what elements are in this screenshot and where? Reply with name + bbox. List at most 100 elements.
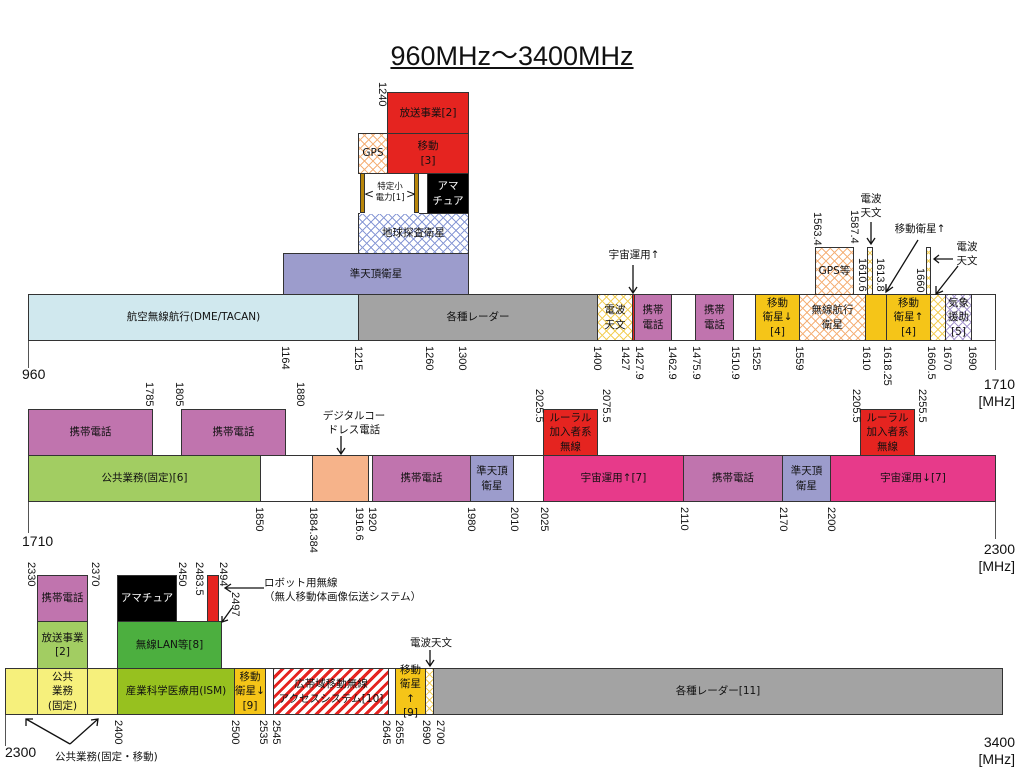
tick-label: 1260 [423,346,435,371]
axis-end-label: 2300 [MHz] [978,541,1015,574]
band-broadcasting: 放送事業[2] [387,92,469,134]
band-qzss: 準天頂 衛星 [782,455,831,502]
tick-label: 2075.5 [600,389,612,423]
band-radio-astronomy-narrow [926,247,931,295]
tick-label: 2110 [678,507,690,531]
band-digital-cordless [312,455,369,502]
band-radionav-satellite: 無線航行 衛星 [799,294,866,341]
band-public-fixed: 公共 業務 (固定) [37,668,88,715]
note-mobile-satellite-up: 移動衛星↑ [894,223,946,235]
arrow-icon [25,718,99,745]
tick-label: 1660 [914,268,926,293]
band-robot-wireless [207,575,219,622]
axis-end-label: 3400 [MHz] [978,734,1015,767]
band-qzss: 準天頂 衛星 [470,455,514,502]
arrow-left-icon [223,583,264,593]
band-amateur: アマ チュア [427,173,469,214]
tick-label: 2170 [777,507,789,532]
tick-label: 1563.4 [811,212,823,246]
tick-label: 2545 [270,720,282,745]
band-unallocated [513,455,544,502]
tick-label: 2497 [229,592,241,617]
band-mobile-satellite-up: 移動 衛星↑ [4] [886,294,931,341]
tick-label: 1427.9 [633,346,645,380]
band-amateur: アマチュア [117,575,177,622]
band-unallocated [260,455,313,502]
tick-label: 1510.9 [729,346,741,380]
band-radar: 各種レーダー[11] [433,668,1003,715]
specified-low-power-label: 特定小 電力[1] [375,182,405,204]
arrow-icon [221,607,233,623]
arrow-left-icon: < [364,187,375,201]
note-radio-astronomy: 電波 天文 [956,241,978,268]
tick-label: 1610 [860,346,872,371]
band-specified-low-power [360,173,419,214]
tick-label: 2400 [112,720,124,745]
arrow-icon [885,239,919,294]
tick-label: 1785 [143,382,155,407]
tick-label: 2255.5 [916,389,928,423]
note-space-operation-up: 宇宙運用↑ [608,249,660,261]
tick-label: 1475.9 [690,346,702,380]
tick-label: 2025 [538,507,550,532]
band-radio-astronomy [930,294,946,341]
band-mobile-satellite-up: 移動 衛星↑ [9] [395,664,426,719]
note-robot-wireless: ロボット用無線 （無人移動体画像伝送システム） [264,577,422,604]
band-rural-subscriber: ルーラル 加入者系 無線 [860,409,915,456]
band-public-fixed-mobile [87,668,118,715]
tick-label: 1850 [253,507,265,532]
tick-label: 2535 [257,720,269,745]
note-radio-astronomy: 電波 天文 [860,193,882,220]
band-public-fixed: 公共業務(固定)[6] [28,455,261,502]
tick-label: 1400 [591,346,603,371]
band-radio-astronomy-narrow [867,247,873,295]
arrow-down-icon [336,436,346,456]
tick-label: 2370 [89,562,101,587]
band-mobile-satellite-down: 移動 衛星↓ [4] [755,294,800,341]
band-unallocated [733,294,756,341]
arrow-left-icon [932,254,953,264]
tick-label: 2025.5 [533,389,545,423]
band-mobile-phone: 携帯 電話 [695,294,734,341]
tick-label: 1884.384 [307,507,319,553]
tick-label: 2690 [420,720,432,745]
tick-label: 2645 [380,720,392,745]
page-title: 960MHz〜3400MHz [390,41,634,71]
arrow-icon [935,265,959,295]
tick-label: 1164 [279,346,291,370]
band-ism: 産業科学医療用(ISM) [117,668,235,715]
band-unallocated [671,294,696,341]
band-space-operation-up: 宇宙運用↑[7] [543,455,684,502]
band-qzss: 準天頂衛星 [283,253,469,295]
band-aeronautical-radionav: 航空無線航行(DME/TACAN) [28,294,359,341]
tick-label: 2500 [229,720,241,745]
band-mobile-phone: 携帯電話 [37,575,88,622]
band-mobile-phone: 携帯電話 [683,455,783,502]
tick-label: 1805 [173,382,185,407]
tick-label: 1427 [619,346,631,371]
band-rural-subscriber: ルーラル 加入者系 無線 [543,409,598,456]
note-public-fixed-mobile: 公共業務(固定・移動) [55,751,158,763]
tick-label: 1920 [366,507,378,532]
band-bwa: 広帯域移動無線 アクセスシステム[10] [273,668,389,715]
band-mobile-phone: 携帯電話 [181,409,286,456]
tick-label: 1587.4 [848,210,860,244]
band-unallocated [971,294,996,341]
band-space-operation-down: 宇宙運用↓[7] [830,455,996,502]
arrow-down-icon [628,265,638,295]
band-public-fixed-mobile [5,668,38,715]
tick-label: 2010 [508,507,520,532]
arrow-down-icon [866,222,876,246]
tick-label: 2200 [825,507,837,532]
tick-label: 1559 [793,346,805,371]
band-gps: GPS [358,133,388,174]
axis-start-label: 2300 [5,744,37,760]
band-radar: 各種レーダー [358,294,598,341]
band-mobile-phone: 携帯電話 [28,409,153,456]
band-earth-exploration-satellite: 地球探査衛星 [358,213,469,254]
arrow-right-icon: > [406,187,417,201]
tick-label: 2655 [393,720,405,745]
band-gps-etc: GPS等 [815,247,854,295]
axis-start-label: 960 [22,366,46,382]
